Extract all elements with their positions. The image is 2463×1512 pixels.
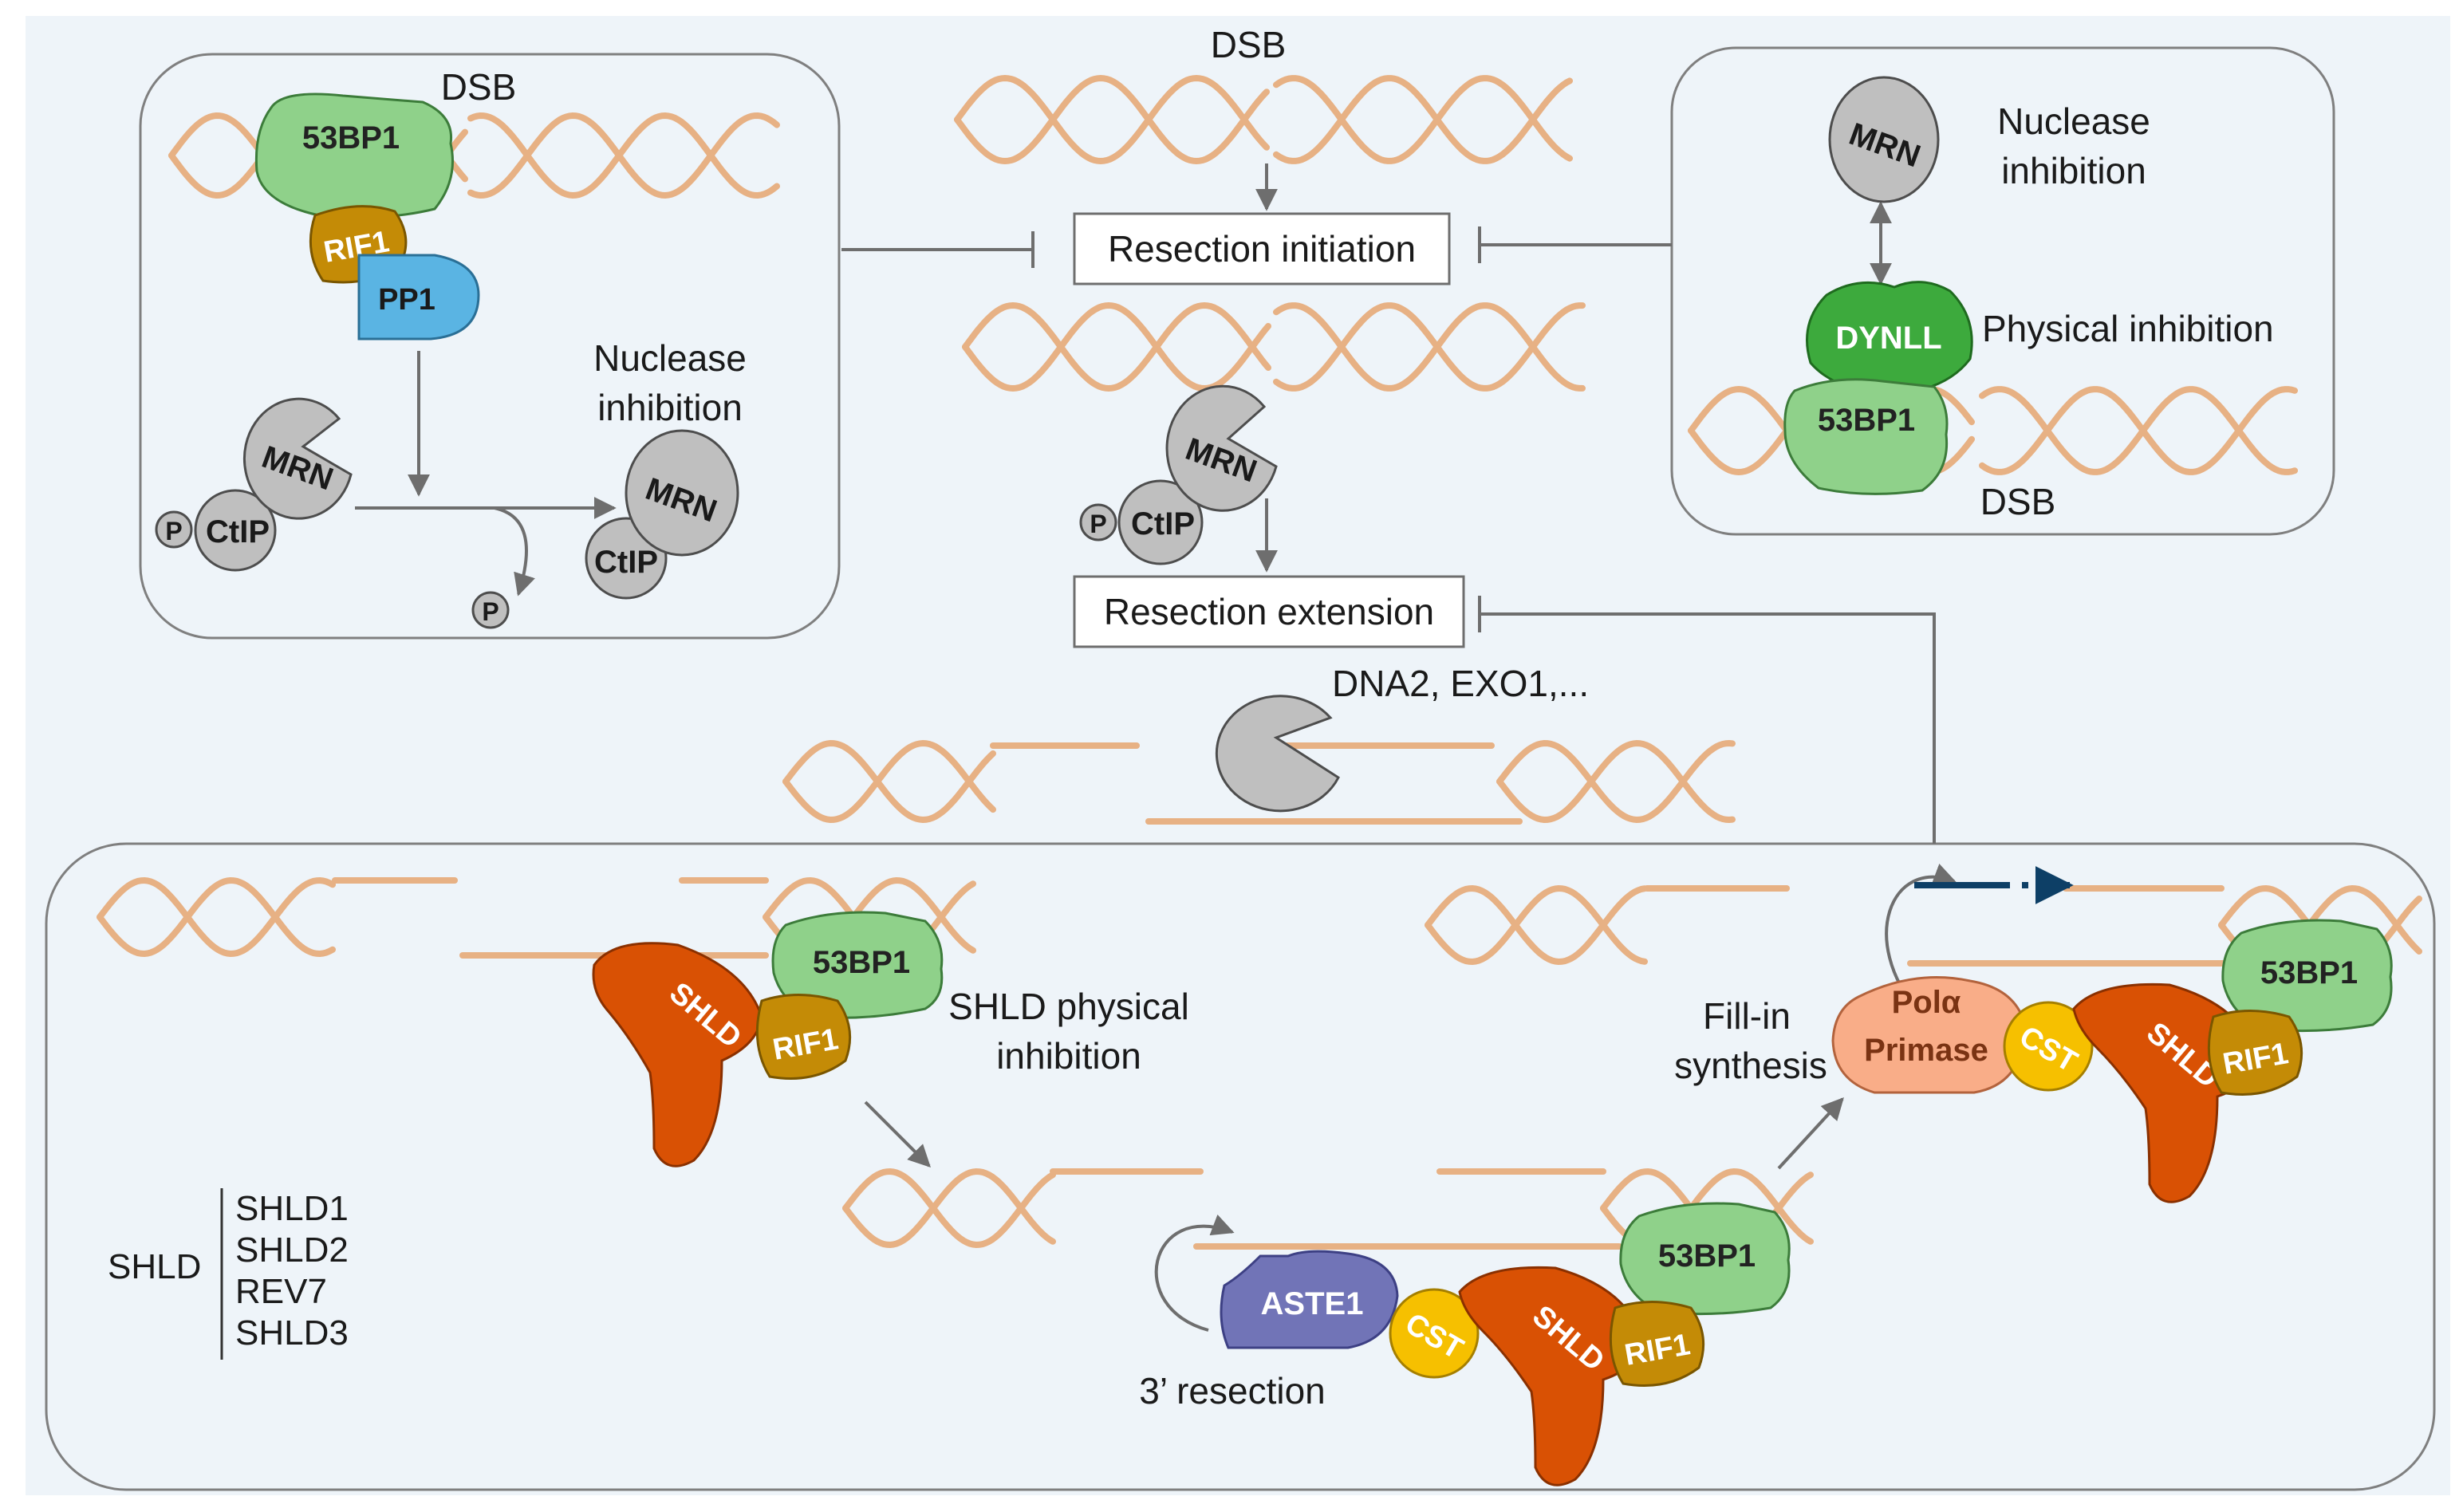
primase-label: Primase	[1864, 1033, 1988, 1068]
inhibit-left-initiation	[841, 231, 1034, 268]
arrow-phospho-release	[494, 506, 535, 597]
fill-in-l1: Fill-in	[1703, 995, 1791, 1037]
right-panel	[1670, 46, 2335, 536]
center-ctip-label: CtIP	[1131, 506, 1195, 541]
left-inhibition-l1: Nuclease	[593, 337, 747, 379]
b3-dna-l-b	[1425, 884, 1648, 966]
b1-53bp1	[771, 911, 944, 1019]
ext-dna-r-a	[1496, 739, 1736, 824]
center-dna1-l-b	[954, 74, 1270, 165]
b2-53bp1	[1619, 1202, 1791, 1316]
b1-dna-l-b	[97, 876, 336, 958]
ext-dna-l-b	[782, 739, 996, 824]
right-dsb-label: DSB	[1980, 481, 2056, 522]
pp1-label: PP1	[378, 283, 435, 317]
b2-dna-l-a	[842, 1167, 1056, 1249]
inhibit-fillin-extension	[1478, 596, 1936, 844]
right-nuclease-l1: Nuclease	[1997, 100, 2150, 142]
shld-member-1: SHLD1	[235, 1189, 349, 1228]
left-ctip-phos	[194, 489, 277, 572]
left-inhibition-l2: inhibition	[597, 387, 743, 428]
b2-shld	[1458, 1266, 1645, 1486]
dynll-label: DYNLL	[1835, 321, 1941, 356]
center-dsb-label: DSB	[1211, 24, 1287, 65]
resection-extension-label: Resection extension	[1104, 591, 1434, 632]
shld-member-4: SHLD3	[235, 1313, 349, 1353]
dna-strands	[97, 74, 2422, 1250]
left-ctip-phos-label: CtIP	[206, 514, 270, 549]
b2-53bp1-label: 53BP1	[1658, 1238, 1756, 1274]
right-53bp1-label: 53BP1	[1818, 403, 1915, 438]
ext-dna-l-a	[782, 739, 996, 824]
b2-dna-l-b	[842, 1167, 1056, 1249]
center-phospho	[1079, 503, 1117, 541]
resection-3prime-label: 3’ resection	[1139, 1370, 1326, 1412]
left-dna-right-a	[467, 112, 780, 199]
center-mrn-open	[1165, 384, 1278, 512]
released-phospho-label: P	[482, 597, 499, 626]
center-dna2-r-b	[1273, 302, 1586, 392]
b3-dna-l-a	[1425, 884, 1648, 966]
left-ctip-dephos-label: CtIP	[594, 545, 658, 580]
left-panel	[139, 53, 841, 640]
b3-53bp1	[2221, 919, 2393, 1033]
b2-cst	[1389, 1288, 1480, 1379]
center-dna1-r-b	[1273, 75, 1573, 164]
shld-group-label: SHLD	[108, 1247, 201, 1286]
shld-member-2: SHLD2	[235, 1230, 349, 1270]
aste1-label: ASTE1	[1261, 1286, 1364, 1321]
dna2-exo1-nuclease	[1215, 695, 1340, 813]
center-dna1-l-a	[954, 74, 1270, 165]
left-53bp1	[254, 93, 454, 219]
ext-dna-r-b	[1496, 739, 1736, 824]
center-dna1-r-a	[1273, 75, 1573, 164]
shld-member-3: REV7	[235, 1272, 327, 1311]
aste1	[1220, 1250, 1399, 1349]
center-dna2-l-a	[962, 301, 1271, 392]
b1-53bp1-label: 53BP1	[813, 945, 910, 980]
shld-physical-l1: SHLD physical	[948, 986, 1189, 1027]
released-phospho	[471, 591, 510, 629]
resection-initiation-box	[1073, 212, 1451, 285]
b1-shld	[592, 942, 763, 1167]
right-physical-label: Physical inhibition	[1982, 308, 2274, 349]
resection-initiation-label: Resection initiation	[1108, 228, 1416, 270]
b3-cst	[2003, 1001, 2094, 1092]
left-dna-right-b	[467, 112, 780, 199]
fill-in-l2: synthesis	[1674, 1045, 1827, 1086]
pp1	[357, 254, 480, 341]
left-phospho-label: P	[165, 517, 182, 545]
bottom-panel	[45, 842, 2436, 1491]
pol-label: Polα	[1892, 985, 1961, 1020]
b2-rif1	[1609, 1301, 1705, 1387]
b3-rif1	[2207, 1010, 2303, 1096]
left-53bp1-label: 53BP1	[302, 120, 400, 156]
right-nuclease-l2: inhibition	[2001, 150, 2146, 191]
b1-rif1	[755, 994, 852, 1080]
right-53bp1	[1783, 378, 1949, 495]
left-mrn-closed	[625, 429, 739, 557]
right-dna-r-a	[1979, 386, 2298, 475]
right-dna-r-b	[1979, 386, 2298, 475]
b1-dna-l-a	[97, 876, 336, 958]
resection-extension-box	[1073, 575, 1465, 648]
right-mrn	[1828, 76, 1940, 203]
shld-physical-l2: inhibition	[996, 1035, 1141, 1077]
left-dsb-label: DSB	[441, 66, 517, 108]
center-dna2-l-b	[962, 301, 1271, 392]
arrow-aste1-loop	[1154, 1214, 1235, 1332]
left-phospho	[155, 510, 193, 549]
b3-53bp1-label: 53BP1	[2260, 955, 2358, 990]
nucleases-label: DNA2, EXO1,...	[1332, 663, 1589, 704]
center-ctip	[1117, 479, 1204, 565]
left-mrn-open	[242, 397, 353, 520]
arrow-shld-to-aste1	[864, 1101, 931, 1167]
dynll	[1806, 281, 1973, 396]
arrow-fill-in	[1777, 1097, 1844, 1170]
inhibit-right-initiation	[1478, 226, 1672, 263]
center-phospho-label: P	[1090, 510, 1106, 538]
